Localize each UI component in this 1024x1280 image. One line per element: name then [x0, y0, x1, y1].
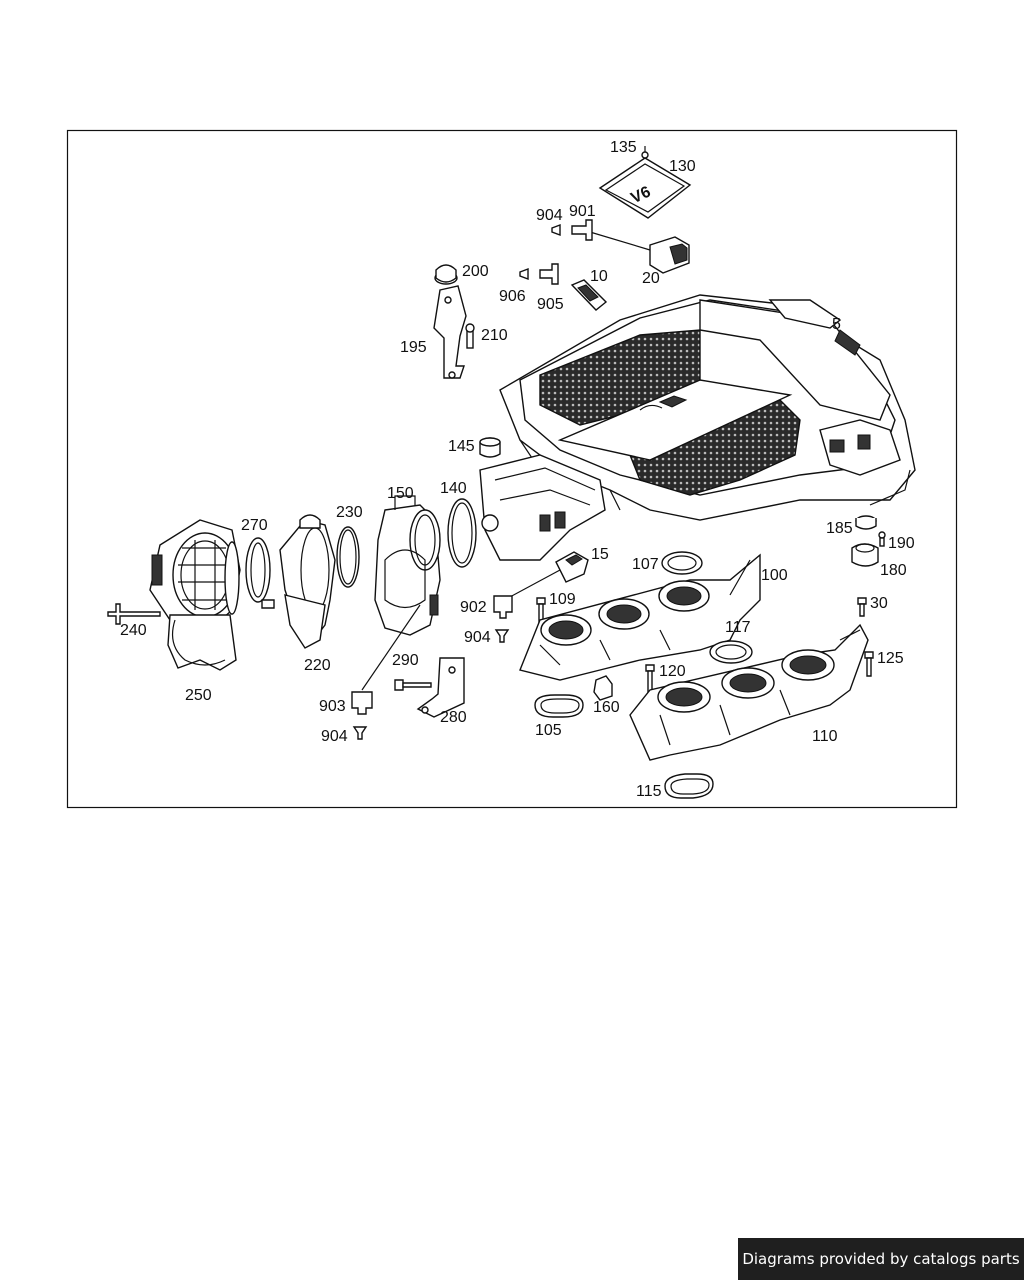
callout-200: 200	[462, 263, 489, 280]
plug-200-part[interactable]	[434, 264, 458, 285]
bolt-125-part[interactable]	[864, 651, 874, 677]
callout-10: 10	[590, 268, 608, 285]
catalog-credit-banner: Diagrams provided by catalogs parts	[738, 1238, 1024, 1280]
callout-902: 902	[460, 599, 487, 616]
callout-120: 120	[659, 663, 686, 680]
housing-220-part[interactable]	[279, 514, 336, 649]
callout-30: 30	[870, 595, 888, 612]
callout-190: 190	[888, 535, 915, 552]
callout-904: 904	[464, 629, 491, 646]
manifold-100-part[interactable]	[519, 553, 761, 681]
callout-15: 15	[591, 546, 609, 563]
callout-905: 905	[537, 296, 564, 313]
callout-904: 904	[536, 207, 563, 224]
clip-160-part[interactable]	[593, 675, 613, 701]
bolt-30-part[interactable]	[857, 597, 867, 617]
fitting-180-part[interactable]	[851, 515, 886, 567]
callout-904: 904	[321, 728, 348, 745]
clamp-270-part[interactable]	[245, 537, 275, 609]
callout-115: 115	[636, 783, 662, 800]
callout-270: 270	[241, 517, 268, 534]
diagram-frame	[66, 129, 958, 809]
actuator-150-part[interactable]	[374, 495, 441, 636]
callout-labels: 135 130 904 901 200 10 906 905 20 5 210 …	[120, 139, 915, 800]
bolt-240-part[interactable]	[107, 603, 161, 625]
callout-125: 125	[877, 650, 904, 667]
callout-160: 160	[593, 699, 620, 716]
callout-240: 240	[120, 622, 147, 639]
callout-105: 105	[535, 722, 562, 739]
callout-140: 140	[440, 480, 467, 497]
plug-145-part[interactable]	[479, 437, 501, 458]
callout-117: 117	[725, 619, 751, 636]
oring-140-part[interactable]	[447, 498, 477, 568]
callout-180: 180	[880, 562, 907, 579]
callout-107: 107	[632, 556, 659, 573]
gasket-105-part[interactable]	[534, 694, 584, 718]
gasket-107-part[interactable]	[661, 551, 703, 575]
cover-badge-text: V6	[628, 183, 653, 207]
callout-135: 135	[610, 139, 637, 156]
callout-250: 250	[185, 687, 212, 704]
callout-220: 220	[304, 657, 331, 674]
connector-903-part[interactable]	[351, 604, 421, 740]
callout-195: 195	[400, 339, 427, 356]
callout-100: 100	[761, 567, 788, 584]
callout-230: 230	[336, 504, 363, 521]
manifold-110-part[interactable]	[629, 623, 869, 761]
callout-290: 290	[392, 652, 419, 669]
callout-20: 20	[642, 270, 660, 287]
callout-903: 903	[319, 698, 346, 715]
bracket-195-part[interactable]	[433, 285, 475, 379]
callout-906: 906	[499, 288, 526, 305]
throttle-body-250-part[interactable]	[149, 519, 241, 671]
callout-210: 210	[481, 327, 508, 344]
callout-145: 145	[448, 438, 475, 455]
sensor-10-part[interactable]	[519, 263, 608, 311]
callout-150: 150	[387, 485, 414, 502]
callout-280: 280	[440, 709, 467, 726]
callout-5: 5	[832, 316, 841, 333]
callout-130: 130	[669, 158, 696, 175]
cover-plate-part[interactable]: V6	[598, 146, 692, 219]
sensor-15-part[interactable]	[493, 551, 589, 643]
gasket-117-part[interactable]	[709, 640, 753, 664]
gasket-115-part[interactable]	[664, 773, 714, 799]
callout-185: 185	[826, 520, 853, 537]
sensor-20-part[interactable]	[551, 219, 690, 274]
callout-901: 901	[569, 203, 596, 220]
engine-cover-part[interactable]	[479, 294, 916, 561]
callout-109: 109	[549, 591, 576, 608]
oring-230-part[interactable]	[336, 526, 360, 588]
callout-110: 110	[812, 728, 838, 745]
bracket-280-part[interactable]	[394, 657, 465, 718]
